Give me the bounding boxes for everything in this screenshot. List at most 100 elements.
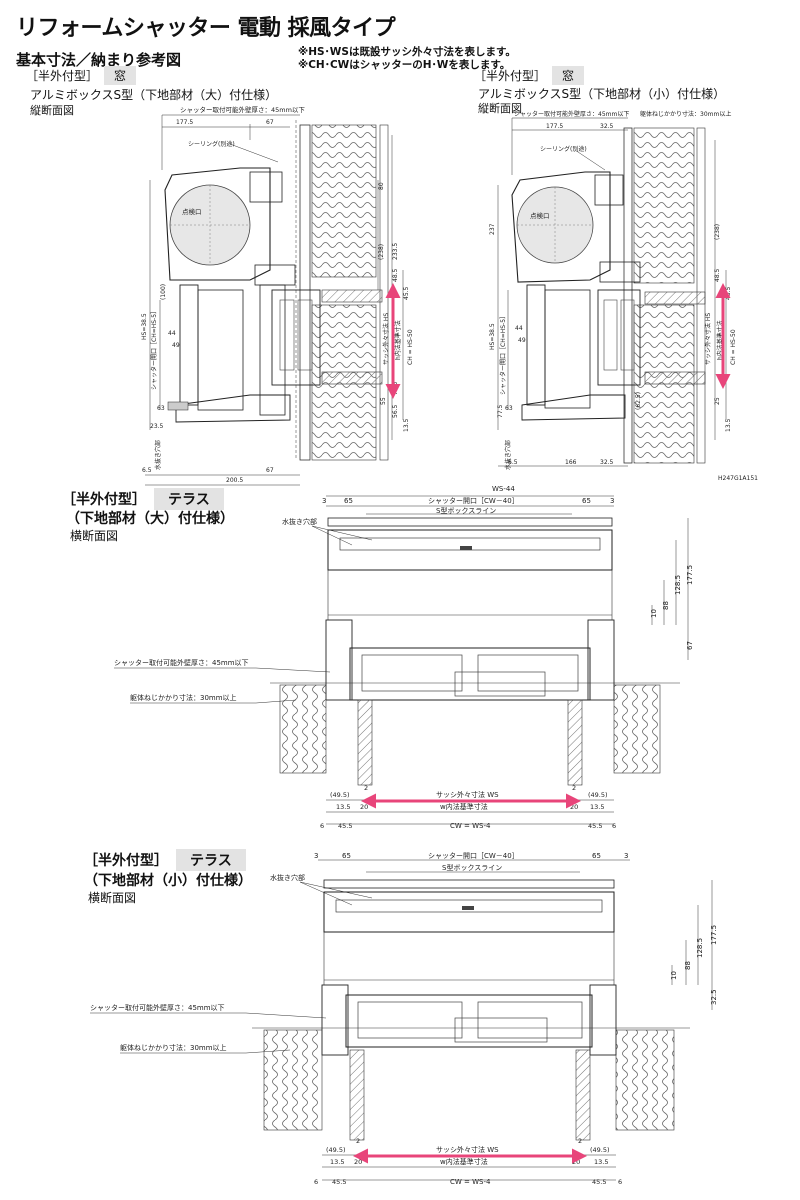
bottom-caption: 横断面図 (88, 891, 137, 905)
lt-dim-48: 48.5 (392, 268, 399, 282)
mid-dim-45: 45.5 (338, 822, 352, 830)
note-ch-cw: ※CH･CWはシャッターのH･Wを表します。 (298, 59, 511, 71)
figure-code: H247G1A151 (718, 475, 758, 482)
bot-dim-20b: 20 (572, 1158, 580, 1166)
mid-ws44: WS-44 (492, 485, 515, 493)
middle-drawing: WS-44 3 65 シャッター開口［CW－40］ 65 3 S型ボックスライン… (114, 485, 694, 830)
mid-inner: w内法基準寸法 (440, 802, 488, 811)
right-top-tag: ［半外付型］ 窓 (474, 66, 585, 85)
bot-dim-3b: 3 (624, 852, 628, 860)
mid-dim-49b: (49.5) (588, 791, 608, 799)
rt-dim-63: 63 (505, 405, 513, 412)
lt-wall-thickness: シャッター取付可能外壁厚さ：45mm以下 (180, 105, 305, 114)
bot-dim-45b: 45.5 (592, 1178, 606, 1186)
rt-dim-6-5: 6.5 (508, 459, 518, 466)
mid-boxline: S型ボックスライン (436, 506, 496, 515)
rt-shutter-opening: シャッター開口［CH=HS-5］ (499, 313, 507, 395)
mid-dim-177: 177.5 (686, 565, 694, 585)
bottom-pill: テラス (176, 849, 246, 871)
bottom-subtitle: （下地部材（小）付仕様） (84, 873, 252, 889)
mid-dim-2: 2 (364, 784, 368, 792)
rt-dim-237: 237 (489, 223, 496, 235)
rt-dim-32b: 32.5 (600, 459, 614, 466)
bot-water-hole: 水抜き穴部 (270, 873, 305, 882)
note-hs-ws: ※HS･WSは既設サッシ外々寸法を表します。 (298, 46, 516, 58)
lt-dim-45: 45.5 (403, 286, 410, 300)
bot-dim-49: (49.5) (326, 1146, 346, 1154)
mid-dim-13: 13.5 (336, 803, 350, 811)
bot-sash-ws: サッシ外々寸法 WS (436, 1145, 499, 1154)
left-top-caption: 縦断面図 (30, 104, 74, 117)
lt-sealing: シーリング(別途) (188, 140, 235, 148)
bot-dim-2b: 2 (578, 1137, 582, 1145)
mid-dim-3: 3 (322, 497, 326, 505)
mid-dim-65: 65 (344, 497, 353, 505)
bot-dim-65b: 65 (592, 852, 601, 860)
left-top-type: ［半外付型］ (26, 69, 99, 83)
lt-dim-55: 55 (380, 397, 387, 405)
rt-dim-238: (238) (714, 224, 721, 240)
left-top-subtitle: アルミボックスS型（下地部材（大）付仕様） (30, 88, 278, 102)
lt-dim-200: 200.5 (226, 477, 243, 484)
bot-inner: w内法基準寸法 (440, 1157, 488, 1166)
lt-dim-13: 13.5 (403, 418, 410, 432)
lt-dim-80: 80 (378, 182, 385, 190)
rt-check-port: 点検口 (530, 211, 550, 220)
lt-dim-233: 233.5 (392, 243, 399, 260)
rt-wall-thickness: シャッター取付可能外壁厚さ：45mm以下 (514, 110, 629, 118)
section-title: 基本寸法／納まり参考図 (16, 51, 182, 69)
mid-dim-2b: 2 (572, 784, 576, 792)
rt-dim-49: 49 (518, 337, 526, 344)
page-title: リフォームシャッター 電動 採風タイプ (16, 16, 396, 41)
bot-dim-177: 177.5 (710, 925, 718, 945)
mid-dim-88: 88 (662, 601, 670, 610)
mid-dim-67: 67 (686, 641, 694, 650)
lt-dim-67b: 67 (266, 467, 274, 474)
middle-caption: 横断面図 (70, 529, 119, 543)
right-top-pill: 窓 (552, 66, 585, 85)
bot-dim-128: 128.5 (696, 938, 704, 958)
lt-dim-100: (100) (160, 284, 167, 300)
bot-screw: 躯体ねじかかり寸法：30mm以上 (120, 1043, 227, 1052)
left-top-tag: ［半外付型］ 窓 (26, 66, 137, 85)
lt-dim-23: 23.5 (150, 423, 164, 430)
rt-dim-13: 13.5 (725, 418, 732, 432)
bot-boxline: S型ボックスライン (442, 863, 502, 872)
lt-sash-hs: サッシ外々寸法 HS (382, 313, 390, 365)
mid-wall-thickness: シャッター取付可能外壁厚さ：45mm以下 (114, 658, 249, 667)
bot-dim-6b: 6 (618, 1178, 622, 1186)
mid-dim-20b: 20 (570, 803, 578, 811)
mid-dim-45b: 45.5 (588, 822, 602, 830)
mid-dim-13b: 13.5 (590, 803, 604, 811)
lt-dim-238: (238) (378, 244, 385, 260)
right-top-caption: 縦断面図 (478, 102, 522, 115)
mid-dim-65b: 65 (582, 497, 591, 505)
bot-dim-13b: 13.5 (594, 1158, 608, 1166)
mid-opening: シャッター開口［CW－40］ (428, 496, 519, 505)
bottom-tag: ［半外付型］ テラス (84, 849, 246, 871)
mid-water-hole: 水抜き穴部 (282, 517, 317, 526)
bot-dim-6: 6 (314, 1178, 318, 1186)
bot-dim-45: 45.5 (332, 1178, 346, 1186)
bot-dim-49b: (49.5) (590, 1146, 610, 1154)
lt-dim-44: 44 (168, 330, 176, 337)
left-top-pill: 窓 (104, 66, 137, 85)
lt-ch: CH = HS-50 (407, 329, 414, 365)
rt-dim-44: 44 (515, 325, 523, 332)
mid-sash-ws: サッシ外々寸法 WS (436, 790, 499, 799)
lt-hs: HS=38.5 (141, 313, 148, 340)
bot-dim-88: 88 (684, 961, 692, 970)
rt-dim-25: 25 (714, 397, 721, 405)
rt-dim-62: (62.5) (635, 392, 642, 410)
mid-dim-49: (49.5) (330, 791, 350, 799)
rt-sash-hs: サッシ外々寸法 HS (704, 313, 712, 365)
rt-ch: CH = HS-50 (730, 329, 737, 365)
bottom-type: ［半外付型］ (84, 853, 168, 869)
lt-dim-56: 56.5 (392, 404, 399, 418)
right-top-type: ［半外付型］ (474, 69, 547, 83)
bot-dim-2: 2 (356, 1137, 360, 1145)
rt-water-hole: 水抜き穴部 (504, 440, 512, 470)
middle-type: ［半外付型］ (62, 492, 146, 508)
rt-dim-166: 166 (565, 459, 577, 466)
